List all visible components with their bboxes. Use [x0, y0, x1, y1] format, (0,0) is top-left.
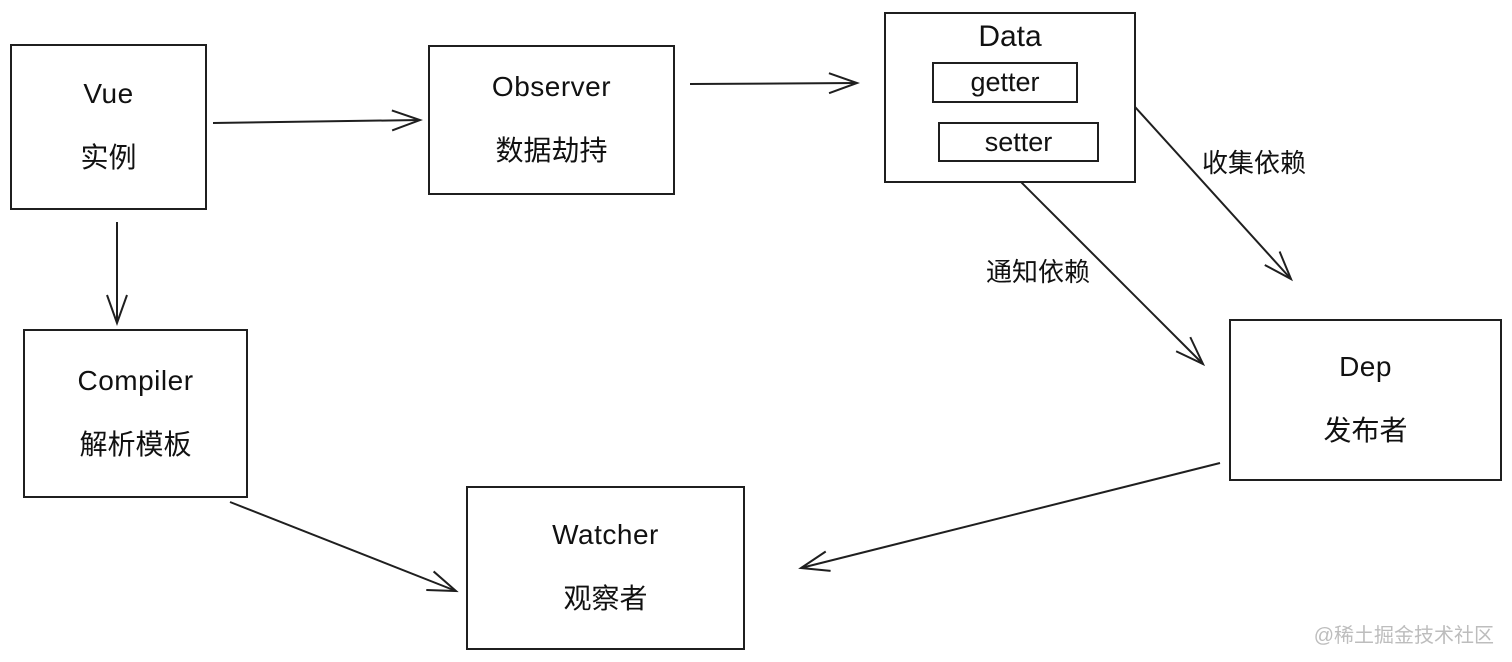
node-observer-title: Observer	[491, 71, 612, 102]
diagram-node-data: Data getter setter	[884, 12, 1136, 183]
node-vue-title: Vue	[83, 78, 134, 109]
node-compiler-subtitle: 解析模板	[79, 428, 192, 460]
node-data-title: Data	[978, 20, 1042, 53]
edge-label-collect-dependencies: 收集依赖	[1202, 148, 1307, 178]
node-watcher-subtitle: 观察者	[563, 583, 648, 614]
arrow-compiler-to-watcher	[229, 501, 459, 593]
arrow-observer-to-data	[689, 72, 860, 95]
edge-label-notify-dependencies: 通知依赖	[986, 257, 1091, 287]
node-observer-subtitle: 数据劫持	[495, 135, 608, 166]
node-dep-subtitle: 发布者	[1323, 415, 1408, 446]
node-dep-title: Dep	[1339, 351, 1392, 382]
diagram-node-observer: Observer 数据劫持	[428, 45, 675, 195]
data-getter-label: getter	[970, 67, 1040, 97]
data-setter-box: setter	[938, 122, 1099, 162]
diagram-node-dep: Dep 发布者	[1229, 319, 1502, 481]
diagram-node-vue: Vue 实例	[10, 44, 207, 210]
node-vue-subtitle: 实例	[80, 142, 137, 173]
arrow-dep-to-watcher	[798, 462, 1221, 572]
node-watcher-title: Watcher	[552, 519, 659, 550]
data-setter-label: setter	[984, 126, 1053, 157]
arrow-vue-to-observer	[212, 109, 423, 132]
diagram-node-compiler: Compiler 解析模板	[23, 329, 248, 498]
data-getter-box: getter	[932, 62, 1078, 103]
diagram-node-watcher: Watcher 观察者	[466, 486, 745, 650]
node-compiler-title: Compiler	[77, 364, 194, 396]
watermark-text: @稀土掘金技术社区	[1313, 625, 1494, 647]
